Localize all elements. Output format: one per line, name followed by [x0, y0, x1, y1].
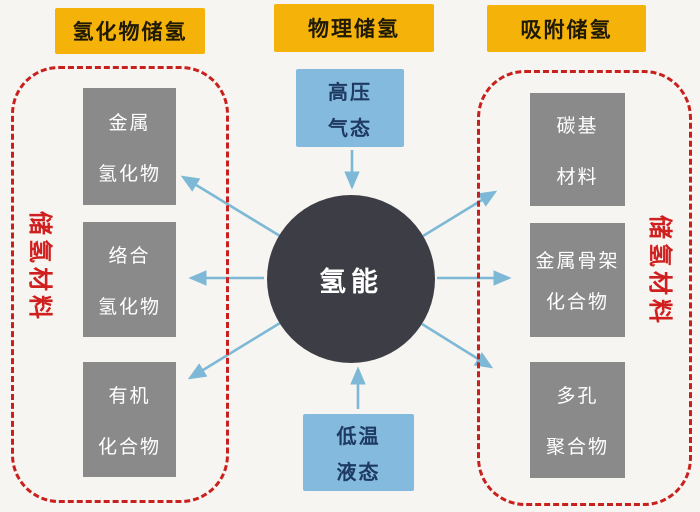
node-low-temp-liquid: 低温 液态 — [303, 414, 414, 491]
node-high-pressure-gas-line2: 气态 — [328, 115, 372, 140]
node-porous-polymer-line1: 多孔 — [556, 385, 599, 407]
node-complex-hydride: 络合 氢化物 — [83, 222, 176, 337]
right-dashed-container — [477, 70, 692, 506]
node-high-pressure-gas-line1: 高压 — [328, 79, 372, 104]
node-metal-hydride: 金属 氢化物 — [83, 88, 176, 205]
node-porous-polymer-line2: 聚合物 — [545, 436, 609, 458]
left-dashed-container — [11, 66, 229, 503]
node-carbon-material-line1: 碳基 — [556, 114, 599, 137]
node-mof-compound: 金属骨架 化合物 — [530, 223, 625, 337]
node-organic-compound-line1: 有机 — [108, 384, 151, 407]
node-metal-hydride-line1: 金属 — [108, 111, 151, 134]
header-adsorption-storage: 吸附储氢 — [487, 5, 646, 52]
node-carbon-material: 碳基 材料 — [530, 93, 625, 206]
node-organic-compound: 有机 化合物 — [83, 362, 176, 477]
node-low-temp-liquid-line1: 低温 — [336, 424, 381, 448]
node-complex-hydride-line2: 氢化物 — [97, 295, 161, 318]
node-mof-compound-line2: 化合物 — [545, 291, 609, 313]
header-physical-storage: 物理储氢 — [274, 4, 434, 52]
header-hydride-storage: 氢化物储氢 — [55, 8, 205, 54]
node-low-temp-liquid-line2: 液态 — [336, 460, 381, 484]
node-porous-polymer: 多孔 聚合物 — [530, 362, 625, 478]
node-carbon-material-line2: 材料 — [556, 165, 599, 188]
center-node-hydrogen-energy: 氢能 — [267, 195, 435, 363]
left-side-label: 储氢材料 — [26, 211, 54, 323]
node-metal-hydride-line2: 氢化物 — [97, 162, 161, 185]
node-mof-compound-line1: 金属骨架 — [535, 250, 620, 272]
node-high-pressure-gas: 高压 气态 — [296, 69, 404, 147]
right-side-label: 储氢材料 — [646, 215, 674, 327]
node-complex-hydride-line1: 络合 — [108, 244, 151, 267]
node-organic-compound-line2: 化合物 — [97, 435, 161, 458]
center-node-label: 氢能 — [319, 266, 383, 298]
